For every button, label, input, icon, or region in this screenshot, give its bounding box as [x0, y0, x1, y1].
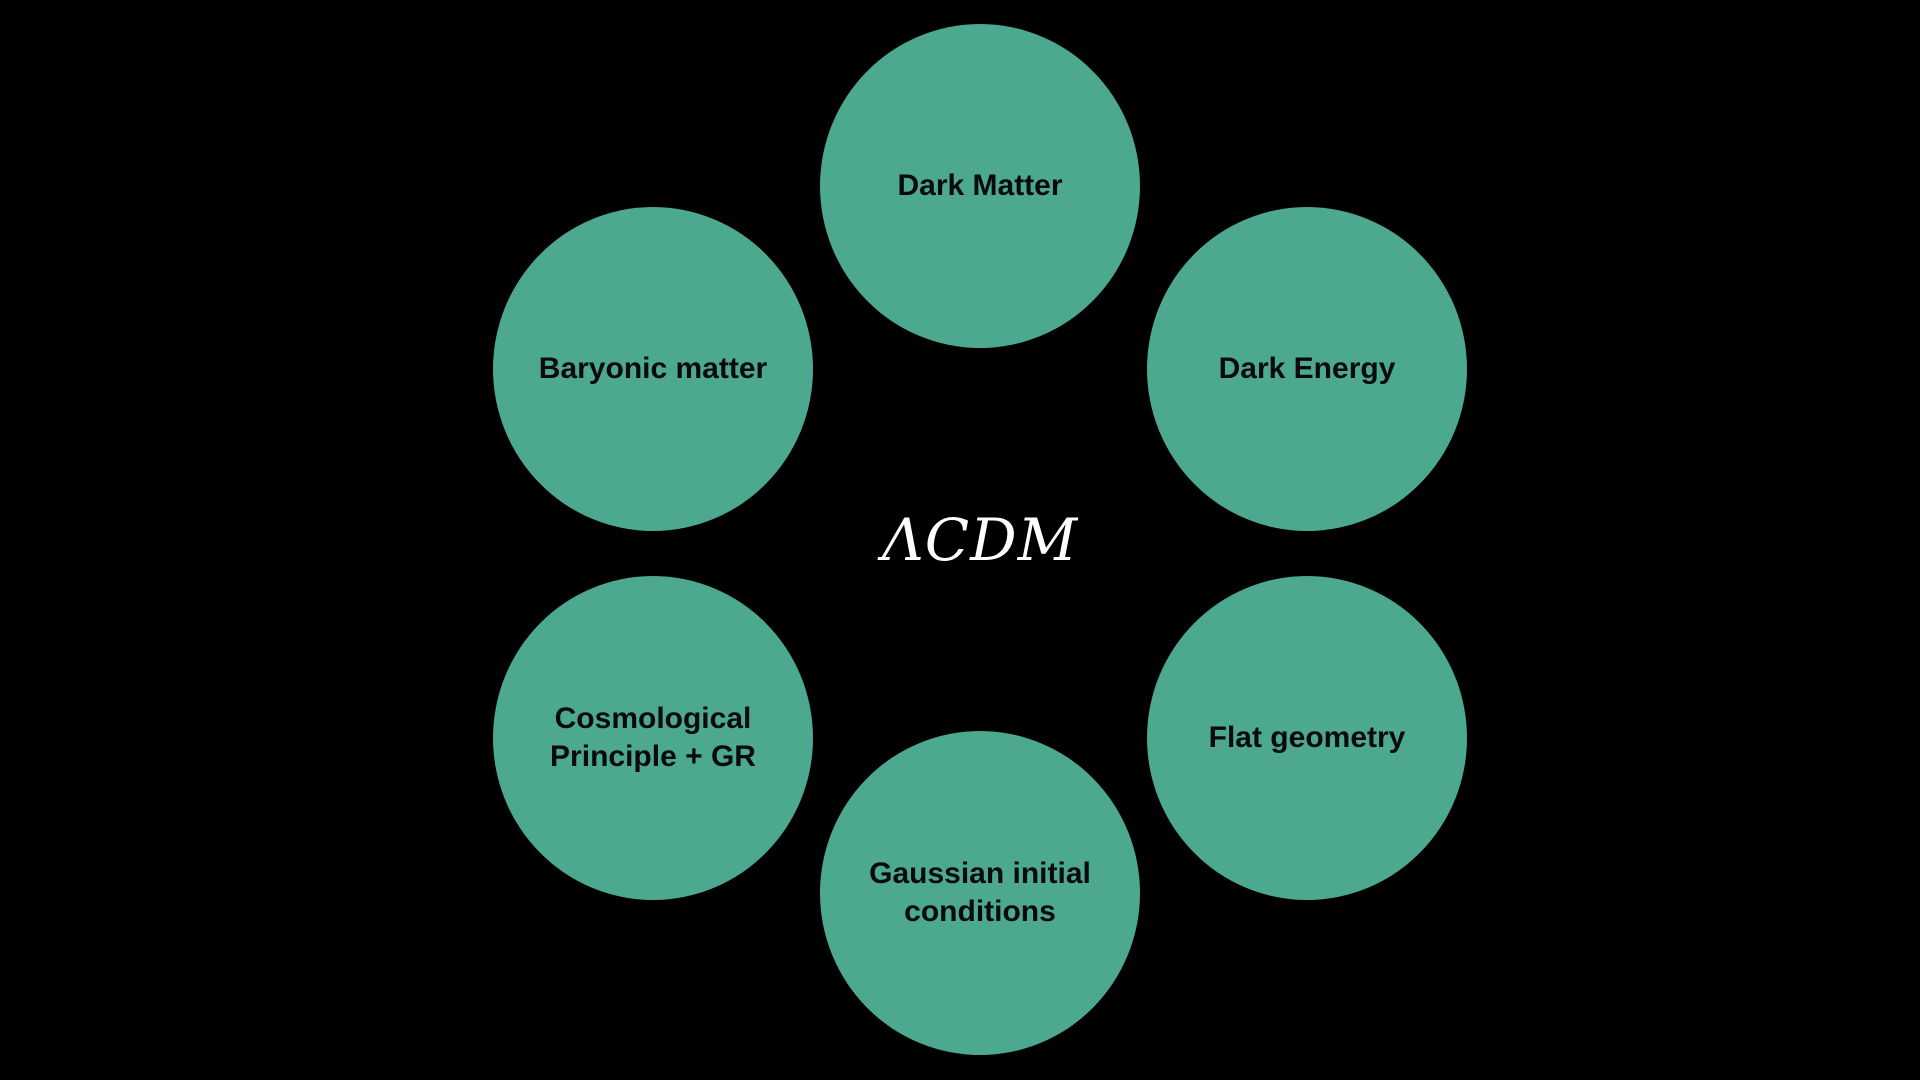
- node-label: Dark Energy: [1218, 352, 1396, 385]
- node-dark-matter: Dark Matter: [820, 24, 1140, 348]
- node-dark-energy: Dark Energy: [1147, 207, 1467, 531]
- center-title: ΛCDM: [881, 506, 1079, 574]
- node-flat-geometry: Flat geometry: [1147, 576, 1467, 900]
- node-label: Cosmological Principle + GR: [550, 702, 756, 773]
- node-cosmological-principle: Cosmological Principle + GR: [493, 576, 813, 900]
- node-label: Baryonic matter: [538, 352, 768, 385]
- node-label: Dark Matter: [897, 169, 1063, 202]
- node-label: Flat geometry: [1208, 721, 1406, 754]
- node-gaussian-initial-conditions: Gaussian initial conditions: [820, 731, 1140, 1055]
- node-baryonic-matter: Baryonic matter: [493, 207, 813, 531]
- node-label: Gaussian initial conditions: [869, 857, 1091, 928]
